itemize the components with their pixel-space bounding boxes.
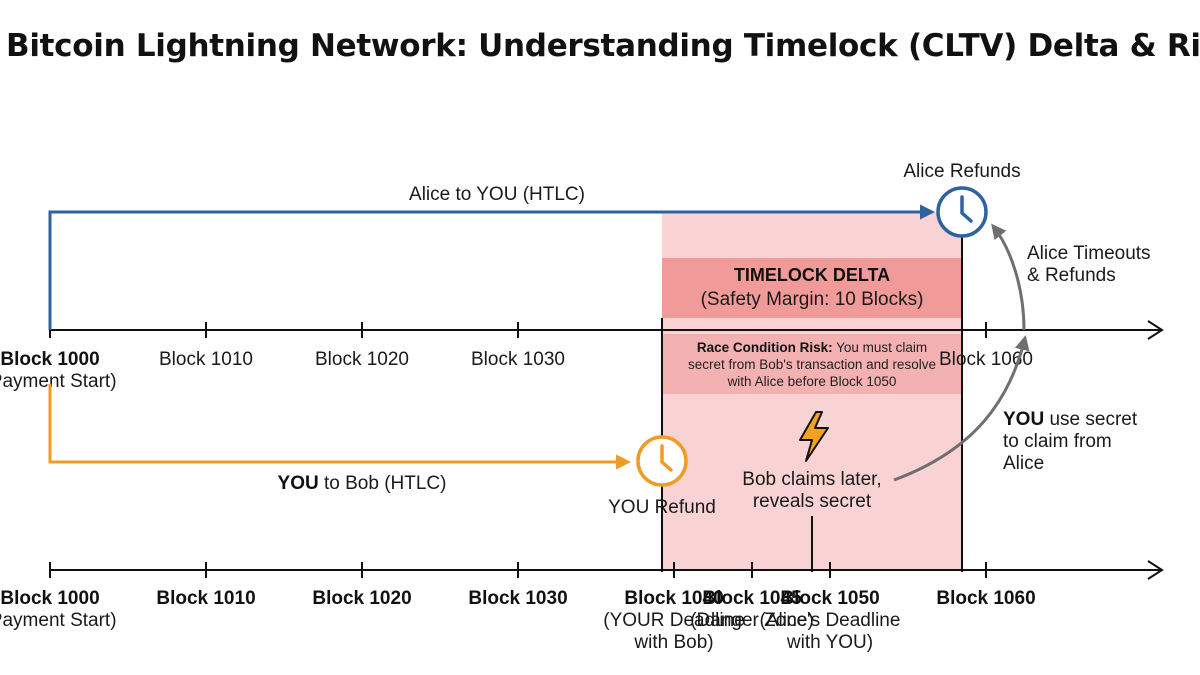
top-tick-label-1010: Block 1010: [159, 349, 253, 370]
you-htlc-label-rest: to Bob (HTLC): [319, 473, 447, 494]
race-condition-line-2: secret from Bob's transaction and resolv…: [688, 357, 936, 372]
you-htlc-label-bold: YOU: [278, 473, 319, 494]
bottom-tick-label-1000-0: Block 1000: [0, 588, 99, 609]
alice-htlc-label: Alice to YOU (HTLC): [409, 184, 585, 205]
bottom-tick-label-1000-1: (Payment Start): [0, 610, 117, 631]
top-tick-label-1000: Block 1000: [0, 349, 99, 370]
bottom-axis-arrowhead: [1147, 560, 1164, 580]
bottom-tick-label-1050-0: Block 1050: [780, 588, 879, 609]
timelock-delta-heading: TIMELOCK DELTA: [734, 265, 890, 285]
race-condition-band: [662, 334, 962, 394]
top-axis-arrowhead: [1147, 320, 1164, 340]
you-refund-clock-icon: [636, 435, 688, 487]
you-claim-arrow: [893, 335, 1030, 482]
bottom-tick-label-1050-2: with YOU): [786, 632, 873, 653]
race-condition-line-1: Race Condition Risk: You must claim: [697, 340, 927, 355]
bottom-ticks: Block 1000(Payment Start) Block 1010 Block…: [0, 562, 1036, 653]
you-claim-line-3: Alice: [1003, 453, 1044, 474]
top-tick-label-1020: Block 1020: [315, 349, 409, 370]
bottom-tick-label-1010-0: Block 1010: [156, 588, 255, 609]
bob-claims-line-1: Bob claims later,: [742, 469, 881, 490]
alice-timeout-line-2: & Refunds: [1027, 265, 1116, 286]
timelock-delta-subheading: (Safety Margin: 10 Blocks): [701, 289, 924, 310]
lightning-icon: [799, 411, 829, 462]
bottom-tick-label-1045-1: (Danger Zone): [690, 610, 814, 631]
alice-htlc-arrow: [48, 204, 935, 330]
bottom-tick-label-1030-0: Block 1030: [468, 588, 567, 609]
you-claim-line-1: YOU use secret: [1003, 409, 1138, 430]
timelock-delta-band: [662, 258, 962, 318]
bottom-tick-label-1040-0: Block 1040: [624, 588, 723, 609]
top-tick-label-1030: Block 1030: [471, 349, 565, 370]
bottom-tick-label-1040-1: (YOUR Deadline: [603, 610, 745, 631]
you-claim-line-2: to claim from: [1003, 431, 1112, 452]
top-tick-label-1060: Block 1060: [939, 349, 1033, 370]
alice-timeout-arrow: [991, 223, 1026, 331]
bottom-tick-label-1040-2: with Bob): [633, 632, 713, 653]
bottom-tick-label-1045-0: Block 1045: [702, 588, 802, 609]
alice-refunds-label: Alice Refunds: [903, 161, 1020, 182]
you-claim-bold: YOU: [1003, 409, 1044, 430]
alice-refund-clock-icon: [936, 186, 988, 238]
bottom-tick-label-1020-0: Block 1020: [312, 588, 411, 609]
race-condition-line-1-rest: You must claim: [833, 340, 928, 355]
bottom-tick-label-1060-0: Block 1060: [936, 588, 1035, 609]
bob-claims-line-2: reveals secret: [753, 491, 872, 512]
bottom-tick-label-1050-1: (Alice's Deadline: [760, 610, 901, 631]
race-condition-line-3: with Alice before Block 1050: [727, 374, 897, 389]
alice-timeout-line-1: Alice Timeouts: [1027, 243, 1151, 264]
race-condition-bold: Race Condition Risk:: [697, 340, 833, 355]
you-claim-line-1-rest: use secret: [1044, 409, 1138, 430]
you-htlc-label: YOU to Bob (HTLC): [278, 473, 447, 494]
top-tick-sublabel-1000: (Payment Start): [0, 371, 117, 392]
top-ticks: Block 1000(Payment Start) Block 1010 Block…: [0, 322, 1033, 392]
page-title: Bitcoin Lightning Network: Understanding…: [6, 28, 1200, 64]
you-refund-label: YOU Refund: [608, 497, 716, 518]
you-htlc-arrow: [48, 384, 631, 470]
